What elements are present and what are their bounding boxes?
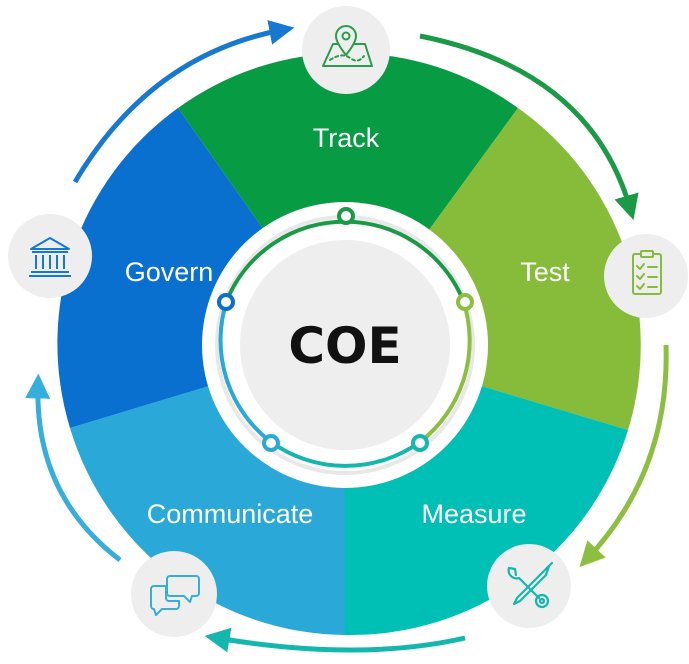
icon-badge-govern[interactable] xyxy=(8,214,92,298)
arrow-measure-to-communicate xyxy=(204,627,466,653)
ring-nodes xyxy=(217,207,474,452)
checklist-icon xyxy=(632,250,662,295)
segment-label-communicate: Communicate xyxy=(147,499,314,529)
segment-track[interactable] xyxy=(178,52,518,346)
segment-label-track: Track xyxy=(313,123,380,153)
center-label: COE xyxy=(288,317,401,375)
arrow-govern-to-track xyxy=(72,20,295,184)
ring-node-measure xyxy=(411,434,429,452)
chat-bubbles-icon xyxy=(150,575,200,616)
map-pin-icon xyxy=(322,25,373,67)
center-ring-arc-sky xyxy=(218,299,273,444)
ring-node-govern xyxy=(217,293,235,311)
bank-building-icon xyxy=(29,237,71,277)
center-ring-arc-lime xyxy=(418,299,472,444)
icon-badge-track[interactable] xyxy=(302,6,390,94)
icon-badge-measure[interactable] xyxy=(487,544,571,628)
segment-label-test: Test xyxy=(520,257,570,287)
arrow-communicate-to-govern xyxy=(25,373,122,562)
ring-node-test xyxy=(456,293,474,311)
icon-badge-communicate[interactable] xyxy=(131,551,217,637)
center-disc xyxy=(240,240,450,450)
arrow-track-to-test xyxy=(419,33,639,221)
center-ring-arc-teal xyxy=(269,440,422,468)
segment-label-measure: Measure xyxy=(421,499,526,529)
cycle-arrows xyxy=(25,20,669,653)
segment-label-govern: Govern xyxy=(125,257,214,287)
arrow-test-to-measure xyxy=(579,344,669,568)
wrench-screwdriver-icon xyxy=(507,561,554,609)
ring-node-track xyxy=(337,207,355,225)
icon-badge-test[interactable] xyxy=(604,234,688,318)
ring-node-communicate xyxy=(262,434,280,452)
